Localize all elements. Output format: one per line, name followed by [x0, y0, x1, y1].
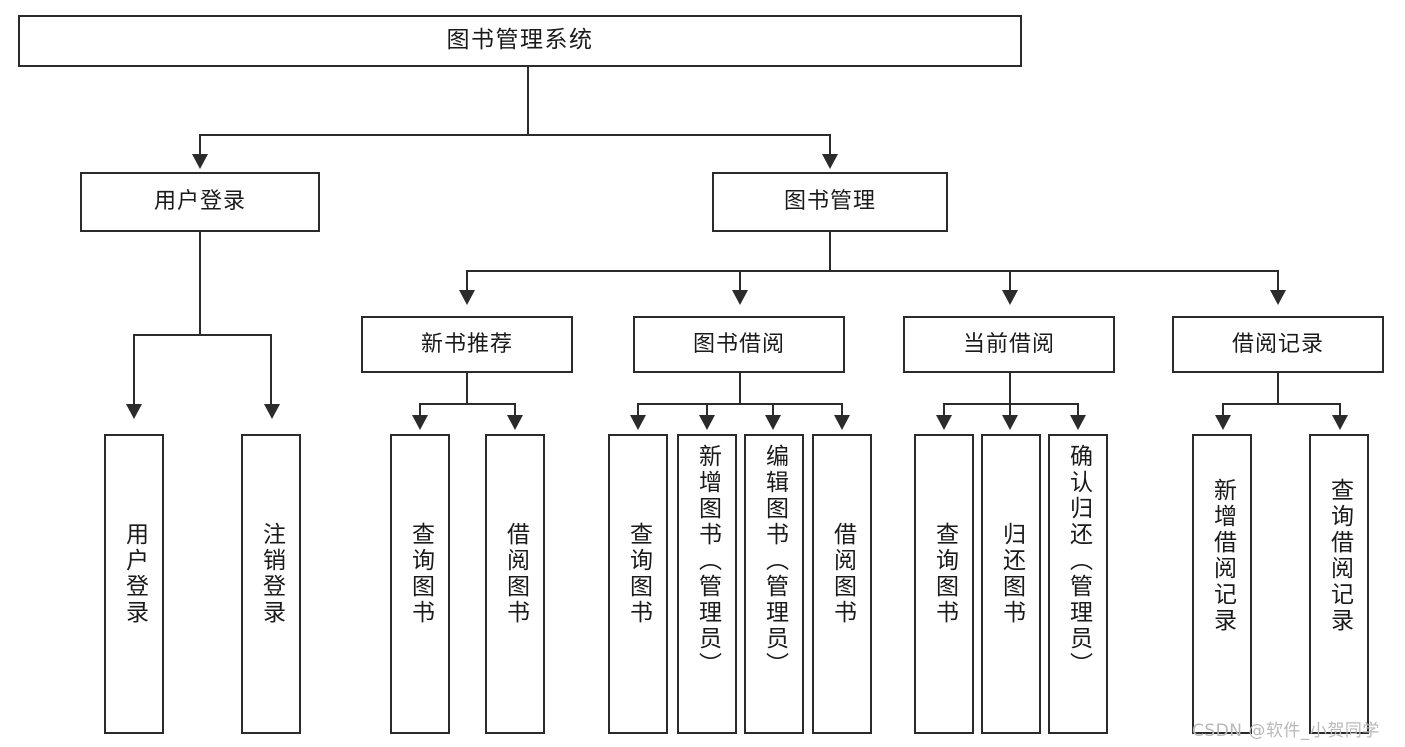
connector-new-book-drop-2 [514, 403, 516, 417]
node-label: 当前借阅 [962, 331, 1055, 357]
node-label: 查询图书 [407, 522, 434, 626]
node-label: 借阅图书 [829, 522, 856, 626]
arrowhead-current-borrow [1002, 290, 1018, 305]
arrowhead-borrow-record [1270, 290, 1286, 305]
arrowhead-leaf-logout [264, 404, 280, 419]
node-label: 新增借阅记录 [1209, 478, 1236, 634]
leaf-query-book-borrow[interactable]: 查询图书 [608, 434, 668, 734]
connector-user-login-stem [199, 232, 201, 336]
connector-book-mgmt-stem [829, 232, 831, 272]
node-label: 图书借阅 [692, 331, 785, 357]
connector-current-borrow-drop-1 [943, 403, 945, 417]
arrowhead-leaf-add-book [699, 415, 715, 430]
connector-book-mgmt-drop-1 [466, 270, 468, 292]
connector-borrow-record-drop-1 [1222, 403, 1224, 417]
connector-book-mgmt-drop-3 [1009, 270, 1011, 292]
connector-current-borrow-drop-3 [1077, 403, 1079, 417]
connector-root-to-user-login [199, 134, 201, 156]
connector-user-login-drop-1 [133, 334, 135, 406]
node-current-borrow[interactable]: 当前借阅 [903, 316, 1115, 373]
connector-root-bus [199, 134, 831, 136]
node-label: 查询借阅记录 [1326, 478, 1353, 634]
arrowhead-leaf-edit-book [765, 415, 781, 430]
leaf-add-book-admin[interactable]: 新增图书（管理员） [677, 434, 737, 734]
connector-current-borrow-drop-2 [1009, 403, 1011, 417]
leaf-edit-book-admin[interactable]: 编辑图书（管理员） [744, 434, 804, 734]
leaf-user-login[interactable]: 用户登录 [104, 434, 164, 734]
connector-new-book-drop-1 [419, 403, 421, 417]
node-new-book-recommend[interactable]: 新书推荐 [361, 316, 573, 373]
arrowhead-leaf-add-record [1215, 415, 1231, 430]
leaf-borrow-book[interactable]: 借阅图书 [812, 434, 872, 734]
connector-book-borrow-drop-4 [841, 403, 843, 417]
connector-book-mgmt-drop-2 [739, 270, 741, 292]
arrowhead-leaf-return-book [1002, 415, 1018, 430]
leaf-return-book[interactable]: 归还图书 [981, 434, 1041, 734]
arrowhead-leaf-user-login [126, 404, 142, 419]
node-book-borrow[interactable]: 图书借阅 [633, 316, 845, 373]
arrowhead-new-book-recommend [459, 290, 475, 305]
node-book-management[interactable]: 图书管理 [712, 172, 948, 232]
arrowhead-leaf-confirm-return [1070, 415, 1086, 430]
connector-new-book-bus [419, 403, 516, 405]
connector-book-borrow-stem [739, 373, 741, 405]
connector-book-borrow-drop-3 [772, 403, 774, 417]
arrowhead-leaf-borrow-book-b [834, 415, 850, 430]
node-label: 图书管理系统 [446, 27, 594, 54]
arrowhead-leaf-borrow-book-a [507, 415, 523, 430]
connector-user-login-drop-2 [270, 334, 272, 406]
connector-book-mgmt-drop-4 [1277, 270, 1279, 292]
leaf-query-book-current[interactable]: 查询图书 [914, 434, 974, 734]
arrowhead-leaf-query-record [1332, 415, 1348, 430]
node-label: 归还图书 [998, 522, 1025, 626]
connector-borrow-record-stem [1277, 373, 1279, 405]
connector-user-login-bus [133, 334, 271, 336]
arrowhead-root-to-book-mgmt [822, 154, 838, 169]
arrowhead-book-borrow [732, 290, 748, 305]
connector-new-book-stem [466, 373, 468, 405]
connector-current-borrow-stem [1009, 373, 1011, 405]
node-label: 编辑图书（管理员） [761, 444, 788, 678]
node-user-login[interactable]: 用户登录 [80, 172, 320, 232]
node-label: 确认归还（管理员） [1065, 444, 1092, 678]
leaf-logout[interactable]: 注销登录 [241, 434, 301, 734]
arrowhead-leaf-query-book-c [936, 415, 952, 430]
connector-root-to-book-mgmt [829, 134, 831, 156]
arrowhead-leaf-query-book-a [412, 415, 428, 430]
node-label: 查询图书 [931, 522, 958, 626]
node-borrow-record[interactable]: 借阅记录 [1172, 316, 1384, 373]
watermark-text: CSDN @软件_小贺同学 [1192, 721, 1380, 741]
connector-root-stem [527, 67, 529, 135]
node-label: 新书推荐 [420, 331, 513, 357]
node-label: 查询图书 [625, 522, 652, 626]
leaf-confirm-return-admin[interactable]: 确认归还（管理员） [1048, 434, 1108, 734]
leaf-query-book-recommend[interactable]: 查询图书 [390, 434, 450, 734]
leaf-add-borrow-record[interactable]: 新增借阅记录 [1192, 434, 1252, 734]
connector-book-borrow-drop-1 [637, 403, 639, 417]
node-label: 借阅记录 [1231, 331, 1324, 357]
leaf-borrow-book-recommend[interactable]: 借阅图书 [485, 434, 545, 734]
node-label: 图书管理 [783, 189, 876, 215]
node-label: 新增图书（管理员） [694, 444, 721, 678]
node-label: 用户登录 [153, 189, 246, 215]
node-label: 注销登录 [258, 522, 285, 626]
node-label: 用户登录 [121, 522, 148, 626]
node-root-system[interactable]: 图书管理系统 [18, 15, 1022, 67]
connector-book-borrow-drop-2 [706, 403, 708, 417]
connector-borrow-record-bus [1222, 403, 1340, 405]
arrowhead-root-to-user-login [192, 154, 208, 169]
connector-book-mgmt-bus [466, 270, 1279, 272]
arrowhead-leaf-query-book-b [630, 415, 646, 430]
leaf-query-borrow-record[interactable]: 查询借阅记录 [1309, 434, 1369, 734]
connector-borrow-record-drop-2 [1339, 403, 1341, 417]
node-label: 借阅图书 [502, 522, 529, 626]
connector-book-borrow-bus [637, 403, 842, 405]
